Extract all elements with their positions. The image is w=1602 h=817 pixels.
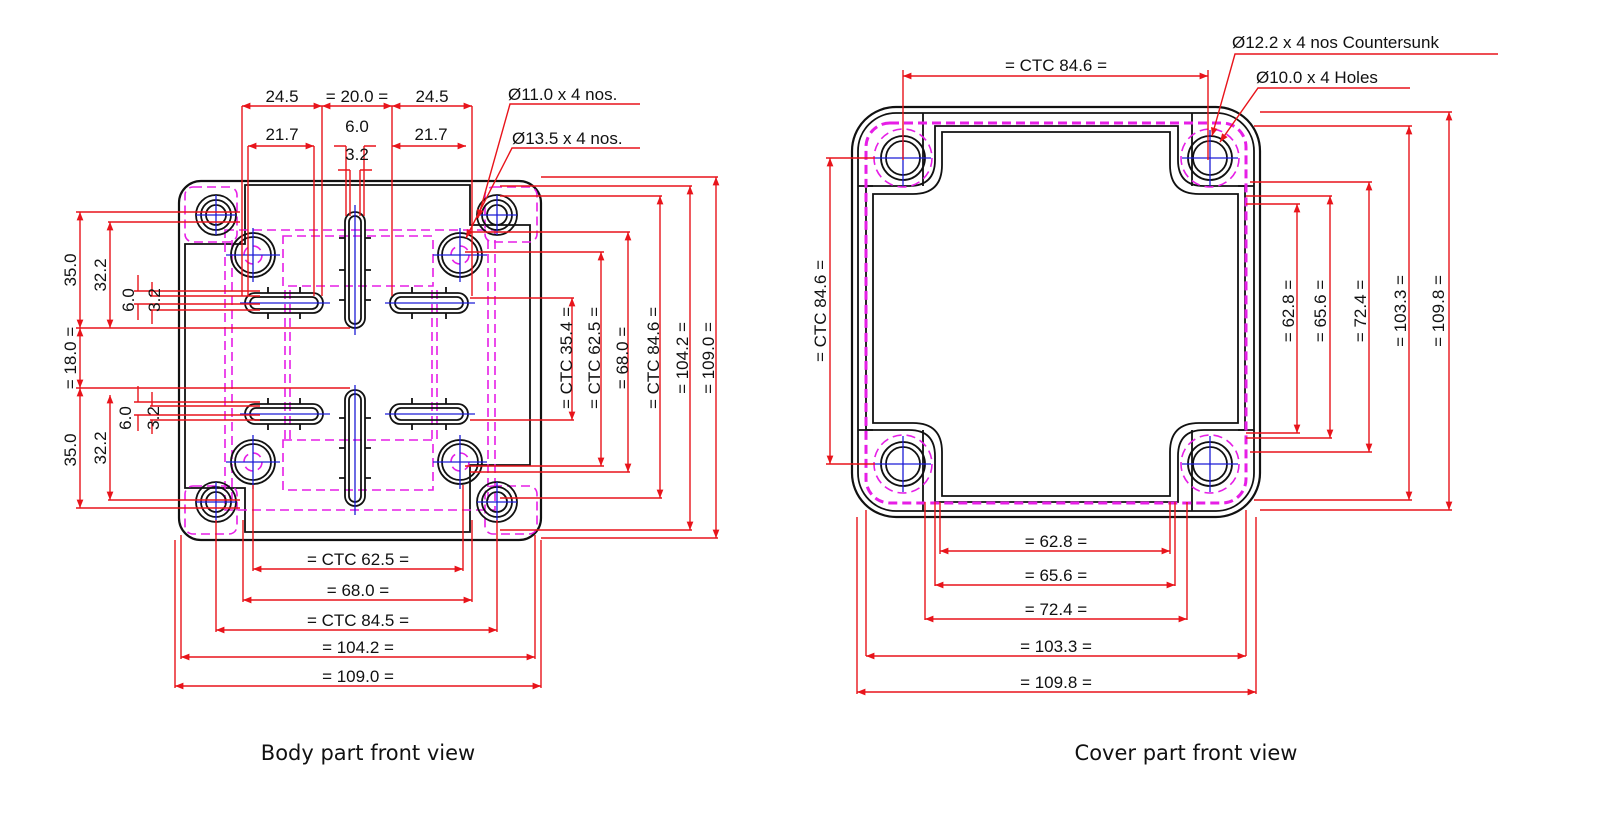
dim-label: = 72.4 = bbox=[1025, 600, 1087, 619]
dim-label: 35.0 bbox=[61, 253, 80, 286]
dim-label: 24.5 bbox=[415, 87, 448, 106]
body-caption: Body part front view bbox=[261, 741, 475, 765]
dim-label: 6.0 bbox=[116, 406, 135, 430]
dim-label: 3.2 bbox=[144, 406, 163, 430]
dim-label: 21.7 bbox=[414, 125, 447, 144]
dim-label: = CTC 35.4 = bbox=[557, 307, 576, 409]
dim-label: = 68.0 = bbox=[613, 327, 632, 389]
dim-label: 21.7 bbox=[265, 125, 298, 144]
dim-label: = 109.0 = bbox=[322, 667, 394, 686]
dim-label: = 103.3 = bbox=[1391, 275, 1410, 347]
dim-label: = 109.8 = bbox=[1020, 673, 1092, 692]
cover-dimension-labels: = CTC 84.6 = Ø12.2 x 4 nos Countersunk Ø… bbox=[811, 33, 1448, 692]
callout-label: Ø10.0 x 4 Holes bbox=[1256, 68, 1378, 87]
callout-label: Ø12.2 x 4 nos Countersunk bbox=[1232, 33, 1439, 52]
cover-outer-outline bbox=[850, 105, 1262, 519]
callout-label: Ø13.5 x 4 nos. bbox=[512, 129, 623, 148]
cover-inner-frame-2 bbox=[872, 131, 1239, 497]
body-center-lines bbox=[196, 195, 517, 522]
dim-label: = 109.0 = bbox=[699, 322, 718, 394]
dim-label: 35.0 bbox=[61, 433, 80, 466]
dim-label: = CTC 84.6 = bbox=[644, 307, 663, 409]
body-hidden-lines bbox=[184, 186, 538, 535]
cover-part-drawing: = CTC 84.6 = Ø12.2 x 4 nos Countersunk Ø… bbox=[811, 33, 1498, 765]
dim-label: = 72.4 = bbox=[1351, 280, 1370, 342]
body-part-drawing: 24.5 = 20.0 = 24.5 21.7 6.0 21.7 3.2 Ø11… bbox=[61, 85, 720, 765]
cover-dimension-lines bbox=[826, 53, 1498, 696]
dim-label: = 62.8 = bbox=[1279, 280, 1298, 342]
dim-label: = 104.2 = bbox=[322, 638, 394, 657]
dim-label: = 104.2 = bbox=[673, 322, 692, 394]
dim-label: 3.2 bbox=[345, 145, 369, 164]
body-dimension-labels: 24.5 = 20.0 = 24.5 21.7 6.0 21.7 3.2 Ø11… bbox=[61, 85, 718, 686]
dim-label: 6.0 bbox=[345, 117, 369, 136]
dim-label: = CTC 62.5 = bbox=[585, 307, 604, 409]
dim-label: = 68.0 = bbox=[327, 581, 389, 600]
dim-label: = 65.6 = bbox=[1311, 280, 1330, 342]
cover-caption: Cover part front view bbox=[1075, 741, 1298, 765]
dim-label: = CTC 84.5 = bbox=[307, 611, 409, 630]
cover-gasket-line bbox=[864, 121, 1248, 505]
dim-label: 24.5 bbox=[265, 87, 298, 106]
dim-label: = CTC 84.6 = bbox=[1005, 56, 1107, 75]
dim-label: = 103.3 = bbox=[1020, 637, 1092, 656]
dim-label: = 65.6 = bbox=[1025, 566, 1087, 585]
cover-corner-holes bbox=[873, 128, 1240, 494]
body-outer-outline bbox=[177, 179, 543, 542]
dim-label: = CTC 84.6 = bbox=[811, 260, 830, 362]
body-dimension-lines bbox=[76, 102, 720, 690]
dim-label: = CTC 62.5 = bbox=[307, 550, 409, 569]
dim-label: = 18.0 = bbox=[61, 327, 80, 389]
dim-label: = 62.8 = bbox=[1025, 532, 1087, 551]
dim-label: 3.2 bbox=[145, 288, 164, 312]
dim-label: = 20.0 = bbox=[326, 87, 388, 106]
dim-label: 32.2 bbox=[91, 431, 110, 464]
dim-label: = 109.8 = bbox=[1429, 275, 1448, 347]
dim-label: 32.2 bbox=[91, 258, 110, 291]
callout-label: Ø11.0 x 4 nos. bbox=[508, 85, 617, 104]
dim-label: 6.0 bbox=[119, 288, 138, 312]
body-inner-outline bbox=[184, 184, 531, 533]
cover-outer-outline-2 bbox=[857, 112, 1255, 512]
